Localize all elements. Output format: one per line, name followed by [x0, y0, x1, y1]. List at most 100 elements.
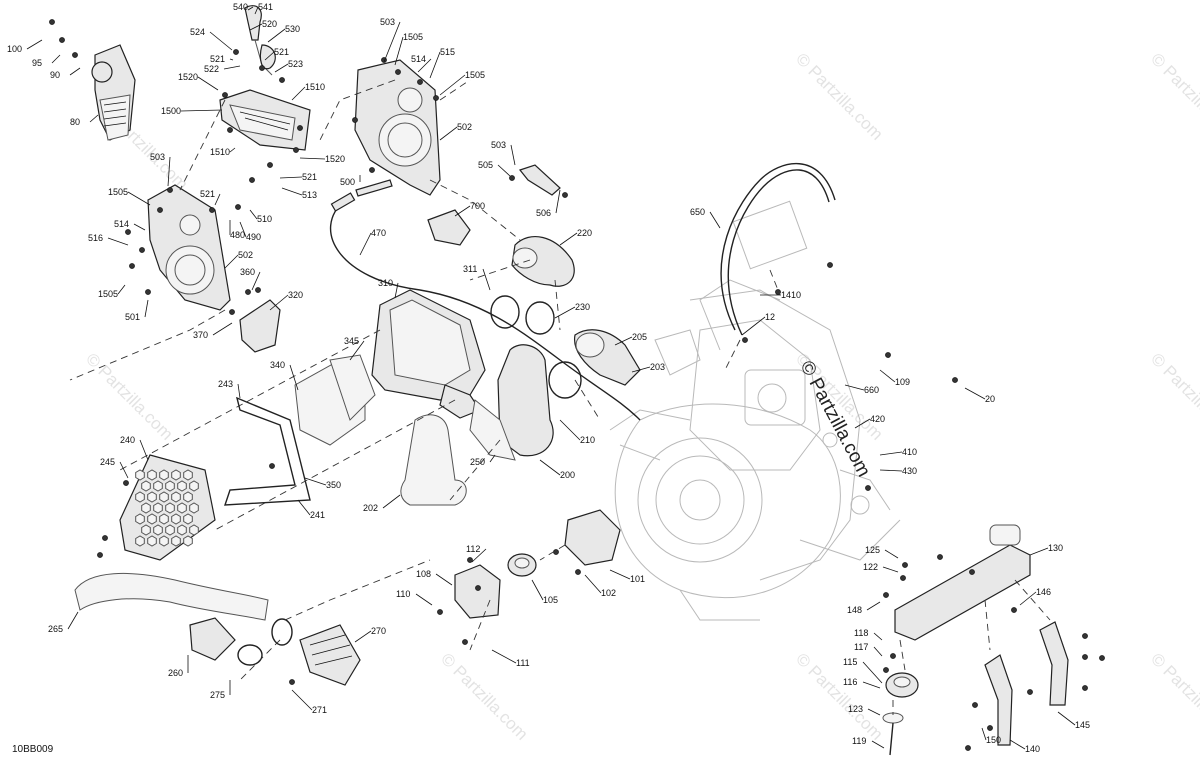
callout-number: 123 — [848, 704, 863, 714]
callout-510: 510 — [249, 209, 272, 224]
callout-245: 245 — [100, 457, 129, 479]
callout-12: 12 — [741, 312, 775, 336]
callout-number: 1500 — [161, 106, 181, 116]
fastener-icon — [352, 117, 358, 123]
callout-203: 203 — [631, 362, 665, 373]
filter-hex-cell — [159, 535, 169, 547]
fastener-icon — [157, 207, 163, 213]
filter-hex-cell — [147, 535, 157, 547]
callout-112: 112 — [466, 544, 487, 563]
fastener-icon — [987, 725, 993, 731]
fastener-icon — [937, 554, 943, 560]
fastener-icon — [827, 262, 833, 268]
callout-leader-line — [167, 156, 171, 187]
callout-700: 700 — [454, 201, 485, 217]
diagram-code: 10BB009 — [12, 744, 54, 755]
callout-140: 140 — [1009, 739, 1040, 754]
callout-leader-line — [429, 51, 441, 79]
callout-number: 480 — [230, 230, 245, 240]
callout-311: 311 — [463, 264, 491, 291]
fastener-icon — [129, 263, 135, 269]
fastener-icon — [279, 77, 285, 83]
callout-leader-line — [1019, 591, 1037, 606]
callout-111: 111 — [491, 649, 530, 668]
filter-hex-cell — [183, 513, 193, 525]
callout-leader-line — [709, 211, 721, 229]
callout-leader-line — [879, 369, 896, 383]
callout-number: 275 — [210, 690, 225, 700]
callout-leader-line — [51, 54, 61, 64]
callout-number: 345 — [344, 336, 359, 346]
callout-leader-line — [249, 209, 258, 220]
callout-524: 524 — [190, 27, 233, 51]
callout-number: 122 — [863, 562, 878, 572]
callout-leader-line — [1057, 711, 1076, 726]
fastener-icon — [562, 192, 568, 198]
filter-hex-cell — [159, 491, 169, 503]
callout-number: 1410 — [781, 290, 801, 300]
callout-leader-line — [417, 58, 432, 73]
callout-leader-line — [297, 499, 311, 516]
callout-number: 250 — [470, 457, 485, 467]
callout-number: 115 — [843, 657, 857, 667]
callout-leader-line — [854, 418, 871, 429]
watermark-layer: © Partzilla.com© Partzilla.com© Partzill… — [82, 49, 1200, 743]
watermark-text: © Partzilla.com — [792, 649, 886, 743]
fastener-icon — [883, 667, 889, 673]
fastener-icon — [433, 95, 439, 101]
callout-number: 502 — [238, 250, 253, 260]
callout-number: 230 — [575, 302, 590, 312]
callout-leader-line — [867, 708, 881, 716]
callout-leader-line — [247, 6, 254, 11]
fastener-icon — [1082, 685, 1088, 691]
callout-number: 202 — [363, 503, 378, 513]
part-205-boot — [573, 329, 641, 386]
callout-number: 112 — [466, 544, 480, 554]
fastener-icon — [890, 653, 896, 659]
callout-number: 516 — [88, 233, 103, 243]
callout-number: 148 — [847, 605, 862, 615]
callout-leader-line — [279, 176, 303, 179]
fastener-icon — [209, 207, 215, 213]
callout-513: 513 — [281, 187, 317, 200]
callout-521: 521 — [200, 189, 221, 206]
filter-hex-cell — [141, 524, 151, 536]
part-310-airbox — [371, 289, 486, 419]
callout-number: 110 — [396, 589, 410, 599]
fastener-icon — [1027, 689, 1033, 695]
callout-number: 117 — [854, 642, 868, 652]
callout-leader-line — [1009, 739, 1026, 750]
callout-270: 270 — [354, 626, 386, 643]
callout-number: 105 — [543, 595, 558, 605]
callout-109: 109 — [879, 369, 910, 387]
callout-number: 265 — [48, 624, 63, 634]
callout-number: 95 — [32, 58, 42, 68]
callout-271: 271 — [291, 689, 327, 715]
filter-hex-cell — [159, 513, 169, 525]
callout-leader-line — [609, 569, 631, 580]
callout-1520: 1520 — [299, 154, 345, 164]
callout-leader-line — [299, 157, 326, 160]
callout-leader-line — [435, 573, 453, 586]
watermark-text: © Partzilla.com — [1147, 349, 1200, 443]
part-540-shift-knob — [244, 5, 276, 76]
filter-hex-cell — [141, 502, 151, 514]
callout-leader-line — [981, 727, 987, 741]
callout-leader-line — [559, 419, 581, 441]
filter-hex-grid — [135, 469, 199, 547]
fastener-icon — [267, 162, 273, 168]
callout-leader-line — [251, 271, 261, 291]
callout-leader-line — [209, 31, 233, 51]
callout-90: 90 — [50, 67, 81, 80]
callout-506: 506 — [536, 189, 561, 218]
callout-116: 116 — [843, 677, 881, 689]
filter-hex-cell — [183, 535, 193, 547]
callout-number: 506 — [536, 208, 551, 218]
callout-521: 521 — [210, 54, 234, 64]
callout-leader-line — [89, 114, 99, 123]
callout-number: 100 — [7, 44, 22, 54]
callout-leader-line — [212, 322, 233, 336]
engine-assembly-ghost — [609, 200, 901, 621]
